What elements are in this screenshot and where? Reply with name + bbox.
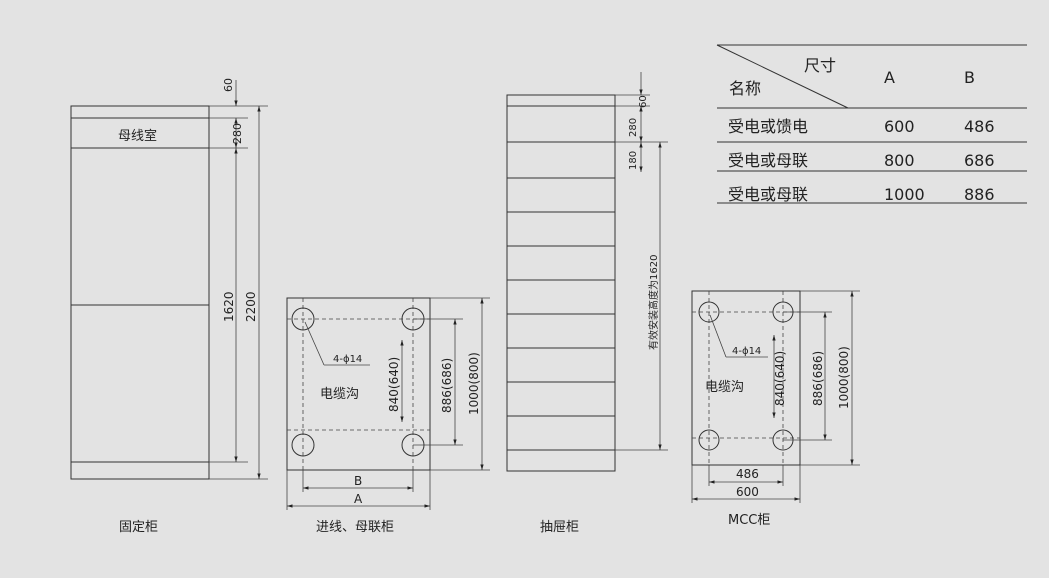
incoming-trench-label: 电缆沟 [320, 386, 359, 402]
table-header-name: 名称 [729, 79, 761, 98]
drawer-dim-60: 60 [638, 95, 649, 108]
drawer-cabinet: 60 280 180 有效安装高度为1620 抽屉柜 [506, 72, 668, 535]
fixed-dim-280: 280 [231, 123, 244, 144]
table-col-B: B [964, 68, 975, 87]
mcc-dim-886: 886(686) [811, 351, 825, 406]
table-row-b: 686 [964, 151, 995, 170]
fixed-caption: 固定柜 [119, 520, 158, 535]
table-row-a: 800 [884, 151, 915, 170]
drawer-dim-280: 280 [628, 118, 639, 137]
incoming-dim-840: 840(640) [387, 357, 401, 412]
mcc-hole-label: 4-ϕ14 [732, 346, 761, 357]
incoming-dim-886: 886(686) [440, 358, 454, 413]
table-row-name: 受电或母联 [728, 185, 808, 204]
mcc-caption: MCC柜 [728, 513, 770, 528]
mcc-dim-600: 600 [736, 485, 759, 499]
mcc-dim-486: 486 [736, 467, 759, 481]
fixed-dim-2200: 2200 [244, 291, 258, 322]
table-row-a: 1000 [884, 185, 925, 204]
incoming-dim-B: B [354, 474, 362, 488]
busbar-room-label: 母线室 [118, 128, 157, 144]
dimension-table: 尺寸 名称 A B 受电或馈电 600 486 受电或母联 800 686 受电… [716, 44, 1027, 204]
drawer-caption: 抽屉柜 [540, 520, 579, 535]
incoming-dim-1000: 1000(800) [467, 352, 481, 415]
mcc-trench-label: 电缆沟 [705, 379, 744, 395]
mcc-cabinet-plan: 4-ϕ14 电缆沟 840(640) 886(686) 1000(800) 48… [691, 290, 860, 528]
fixed-dim-60: 60 [222, 78, 235, 92]
table-row-b: 486 [964, 117, 995, 136]
mcc-dim-840: 840(640) [773, 351, 787, 406]
incoming-caption: 进线、母联柜 [316, 520, 394, 535]
incoming-hole-label: 4-ϕ14 [333, 354, 362, 365]
mcc-dim-1000: 1000(800) [837, 346, 851, 409]
drawer-dim-effective: 有效安装高度为1620 [647, 255, 660, 350]
table-row-b: 886 [964, 185, 995, 204]
table-header-size: 尺寸 [804, 56, 836, 75]
table-row-name: 受电或母联 [728, 151, 808, 170]
fixed-dim-1620: 1620 [222, 291, 236, 322]
drawer-dim-180: 180 [628, 151, 639, 170]
incoming-cabinet-plan: 4-ϕ14 电缆沟 840(640) 886(686) 1000(800) B … [286, 297, 490, 535]
table-row-name: 受电或馈电 [728, 117, 808, 136]
table-col-A: A [884, 68, 895, 87]
incoming-dim-A: A [354, 492, 363, 506]
table-row-a: 600 [884, 117, 915, 136]
fixed-cabinet: 母线室 60 280 1620 2200 固定柜 [70, 78, 268, 535]
